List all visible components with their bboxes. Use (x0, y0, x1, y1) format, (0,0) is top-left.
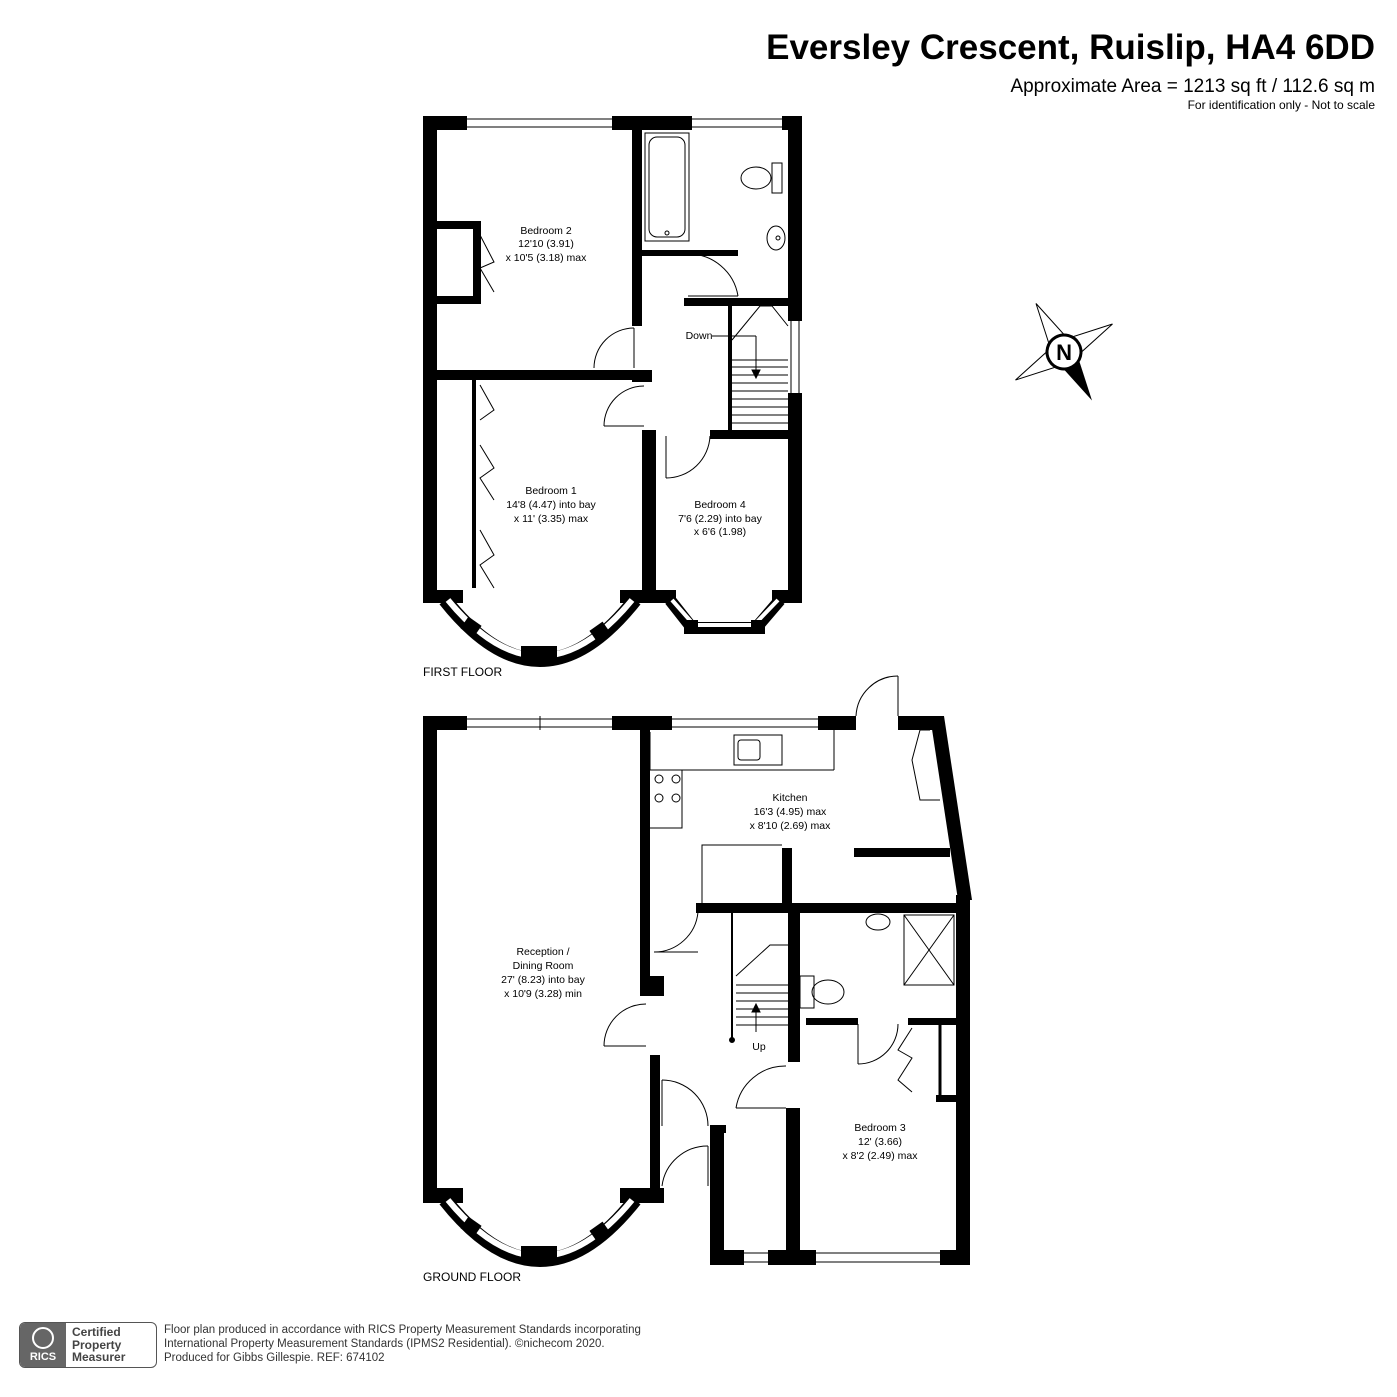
compass-north-letter: N (1056, 340, 1072, 365)
scale-note: For identification only - Not to scale (1187, 98, 1375, 112)
stair-rail (728, 306, 732, 431)
wall (788, 393, 802, 603)
footer-line1: Floor plan produced in accordance with R… (164, 1324, 641, 1336)
bedroom3-dim1: 12' (3.66) (858, 1136, 902, 1148)
property-title: Eversley Crescent, Ruislip, HA4 6DD (766, 28, 1375, 67)
wall (437, 370, 641, 380)
wall (642, 250, 738, 256)
wall (710, 1125, 724, 1265)
wall (640, 716, 650, 981)
wall (642, 430, 656, 603)
kitchen-dim1: 16'3 (4.95) max (754, 806, 827, 818)
rics-line1: Certified (72, 1325, 121, 1339)
wall (612, 116, 692, 130)
ground-floor-details (439, 675, 955, 1267)
wall (710, 1250, 744, 1265)
ground-floor-label: GROUND FLOOR (423, 1270, 521, 1284)
rics-badge: RICS Certified Property Measurer (19, 1322, 157, 1368)
bedroom4-dim1: 7'6 (2.29) into bay (678, 513, 762, 525)
rics-line3: Measurer (72, 1350, 126, 1364)
bedroom1-dim1: 14'8 (4.47) into bay (506, 499, 596, 511)
approximate-area: Approximate Area = 1213 sq ft / 112.6 sq… (1010, 76, 1375, 97)
wall (423, 590, 463, 603)
bedroom3-name: Bedroom 3 (854, 1122, 906, 1134)
footer-line3: Produced for Gibbs Gillespie. REF: 67410… (164, 1352, 385, 1364)
reception-name: Reception / (516, 946, 569, 958)
bedroom1-dim2: x 11' (3.35) max (514, 513, 589, 525)
ground-floor-plan (423, 716, 972, 1265)
wall (684, 298, 788, 306)
reception-dim1: 27' (8.23) into bay (501, 974, 585, 986)
wall (423, 116, 437, 603)
rics-seal-icon (32, 1327, 54, 1349)
rics-logo: RICS (20, 1323, 66, 1367)
rics-certification: Certified Property Measurer (66, 1323, 156, 1367)
bedroom1-name: Bedroom 1 (525, 485, 577, 497)
wall (710, 430, 788, 439)
bedroom4-name: Bedroom 4 (694, 499, 746, 511)
footer-line2: International Property Measurement Stand… (164, 1338, 605, 1350)
kitchen-dim2: x 8'10 (2.69) max (750, 820, 832, 832)
stairs-up-label: Up (752, 1041, 766, 1053)
wall (423, 716, 467, 730)
bedroom2-name: Bedroom 2 (520, 225, 572, 237)
wall (908, 1018, 958, 1025)
wall (768, 1250, 816, 1265)
footer-notes: Floor plan produced in accordance with R… (164, 1323, 641, 1365)
wall (936, 1095, 958, 1102)
wall (640, 976, 664, 996)
compass-ring (1045, 333, 1083, 371)
rics-org: RICS (29, 1351, 57, 1363)
wall (930, 716, 972, 900)
first-floor-label: FIRST FLOOR (423, 665, 502, 679)
reception-name2: Dining Room (513, 960, 574, 972)
bedroom2-dim2: x 10'5 (3.18) max (506, 252, 588, 264)
bedroom3-dim2: x 8'2 (2.49) max (843, 1150, 919, 1162)
wall (696, 903, 958, 913)
wall (632, 370, 652, 382)
wall (650, 1055, 660, 1190)
wall (806, 1018, 858, 1025)
room-labels: Bedroom 2 12'10 (3.91) x 10'5 (3.18) max… (423, 225, 918, 1284)
reception-dim2: x 10'9 (3.28) min (504, 988, 582, 1000)
wall (786, 1108, 800, 1265)
wall (940, 1250, 970, 1265)
wall (423, 716, 437, 1203)
wall (818, 716, 856, 730)
kitchen-name: Kitchen (772, 792, 807, 804)
first-floor-details (437, 118, 800, 667)
wall (710, 1125, 726, 1133)
wall (632, 116, 642, 326)
compass: N (1015, 303, 1113, 401)
stairs-down-label: Down (686, 330, 713, 342)
wall (854, 848, 950, 857)
wall (956, 895, 970, 1265)
bedroom2-dim1: 12'10 (3.91) (518, 238, 574, 250)
wall (782, 848, 792, 906)
wall (788, 910, 800, 1062)
wall (423, 1188, 463, 1203)
rics-line2: Property (72, 1337, 122, 1352)
wall (788, 116, 802, 321)
bedroom4-dim2: x 6'6 (1.98) (694, 526, 746, 538)
compass-south-arm (1063, 359, 1092, 401)
wall (423, 116, 467, 130)
